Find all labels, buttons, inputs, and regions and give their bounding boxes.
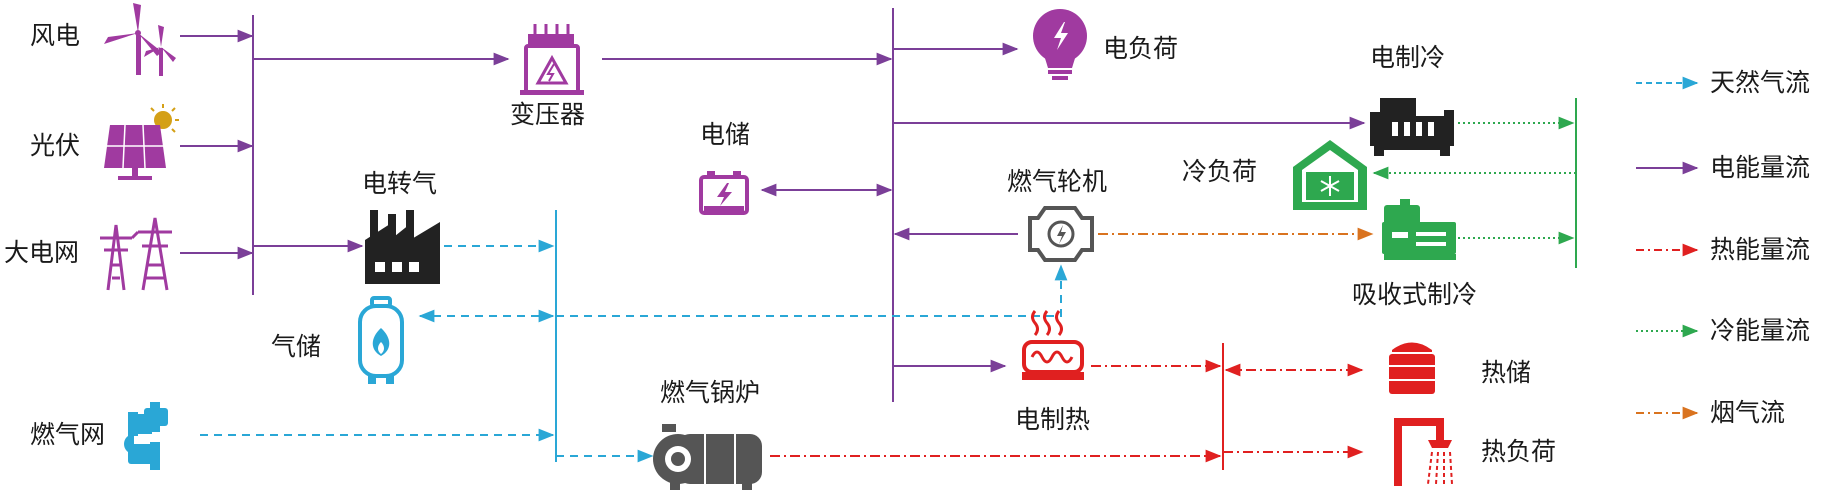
boiler-icon	[653, 424, 762, 490]
gas-pipe-icon	[124, 402, 168, 470]
label-electric-heater: 电制热	[1015, 405, 1091, 434]
wind-turbine-icon	[104, 3, 176, 76]
label-gas-grid: 燃气网	[30, 420, 106, 449]
electric-flows	[180, 29, 1366, 373]
label-electric-chiller: 电制冷	[1370, 43, 1446, 72]
lightbulb-icon	[1033, 9, 1087, 80]
cold-flows	[1372, 116, 1576, 245]
gas-tank-icon	[358, 296, 404, 384]
gas-flows	[200, 239, 1068, 463]
label-transformer: 变压器	[510, 100, 586, 129]
legend-label-electric: 电能量流	[1710, 153, 1811, 182]
legend-label-flue: 烟气流	[1710, 398, 1786, 427]
flow-gasbus-turbine	[556, 264, 1068, 317]
label-gas-boiler: 燃气锅炉	[660, 378, 761, 407]
legend-label-gas: 天然气流	[1710, 68, 1811, 97]
absorption-chiller-icon	[1382, 199, 1456, 260]
label-gas-turbine: 燃气轮机	[1007, 167, 1108, 196]
legend-label-heat: 热能量流	[1710, 235, 1811, 264]
label-cold-load: 冷负荷	[1182, 157, 1258, 186]
label-elec-storage: 电储	[700, 120, 751, 149]
power-tower-icon	[100, 217, 172, 291]
label-heat-storage: 热储	[1481, 358, 1532, 387]
label-power-to-gas: 电转气	[362, 169, 438, 198]
factory-icon	[365, 210, 440, 284]
solar-panel-icon	[104, 104, 179, 180]
shower-icon	[1394, 418, 1453, 486]
label-pv: 光伏	[30, 131, 81, 160]
electric-chiller-icon	[1370, 98, 1454, 156]
transformer-icon	[520, 24, 584, 95]
label-heat-load: 热负荷	[1481, 437, 1557, 466]
bus-lines	[252, 8, 1577, 470]
label-grid: 大电网	[4, 238, 80, 267]
label-elec-load: 电负荷	[1103, 34, 1179, 63]
heat-flows	[770, 359, 1364, 463]
battery-icon	[699, 171, 749, 215]
label-absorption-chiller: 吸收式制冷	[1352, 280, 1478, 309]
legend	[1636, 76, 1699, 420]
electric-heater-icon	[1022, 310, 1084, 380]
legend-label-cold: 冷能量流	[1710, 316, 1811, 345]
cold-house-icon	[1293, 140, 1367, 210]
label-gas-storage: 气储	[271, 332, 322, 361]
label-wind: 风电	[30, 21, 81, 50]
gas-turbine-icon	[1028, 206, 1094, 262]
heat-tank-icon	[1389, 342, 1435, 394]
